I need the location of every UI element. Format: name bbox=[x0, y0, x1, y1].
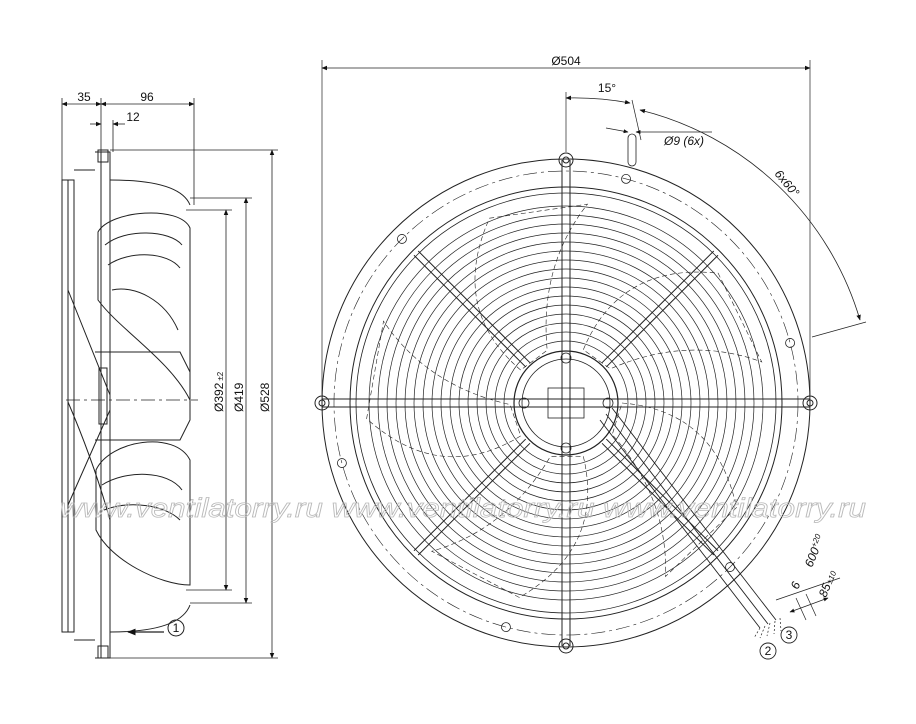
mounting-hole bbox=[337, 458, 347, 468]
dim-12: 12 bbox=[126, 110, 140, 124]
terminal-box bbox=[98, 367, 108, 425]
airflow-callout-circle bbox=[167, 619, 185, 637]
fan-blade bbox=[366, 320, 522, 458]
cable-callout-circle-2 bbox=[759, 642, 777, 660]
cable-callout-circle-3 bbox=[780, 626, 798, 644]
guard-rings bbox=[368, 205, 764, 601]
dim-96: 96 bbox=[140, 90, 154, 104]
mounting-plate bbox=[321, 158, 811, 648]
guard-ring bbox=[503, 340, 629, 466]
side-view bbox=[61, 98, 278, 659]
dim-d528: Ø528 bbox=[258, 382, 272, 412]
cable-callout-label-3: 3 bbox=[786, 628, 793, 642]
guard-strut bbox=[601, 442, 715, 556]
guard-ring bbox=[386, 223, 746, 583]
guard-ring bbox=[413, 250, 719, 556]
dim-d504: Ø504 bbox=[551, 54, 581, 68]
cable-front bbox=[599, 407, 777, 629]
guard-strut bbox=[413, 438, 527, 552]
mounting-hole bbox=[501, 622, 511, 632]
mounting-hole bbox=[621, 174, 631, 184]
guard-strut bbox=[413, 254, 527, 368]
guard-ring bbox=[467, 304, 665, 502]
cable-side bbox=[67, 401, 111, 521]
fan-blade bbox=[430, 455, 589, 598]
cable-callout-label-2: 2 bbox=[765, 644, 772, 658]
dim-arc-15 bbox=[565, 95, 631, 105]
venturi-bottom bbox=[109, 604, 191, 633]
dim-35: 35 bbox=[77, 90, 91, 104]
guard-ring bbox=[494, 331, 638, 475]
flange-bolt-top bbox=[97, 149, 109, 163]
guard-ring bbox=[458, 295, 674, 511]
guard-strut bbox=[417, 442, 531, 556]
dim-d419: Ø419 bbox=[232, 382, 246, 412]
dim-15deg: 15° bbox=[598, 81, 616, 95]
venturi-ring bbox=[349, 186, 783, 620]
dim-hole-label: Ø9 (6x) bbox=[663, 134, 704, 148]
guard-ring bbox=[485, 322, 647, 484]
dim-cable-6: 6 bbox=[788, 579, 804, 591]
front-view bbox=[314, 60, 867, 660]
motor-hub bbox=[95, 351, 191, 441]
guard-ring bbox=[377, 214, 755, 592]
dim-arc-6x60 bbox=[639, 109, 861, 321]
guard-ring bbox=[368, 205, 764, 601]
flange-bolt-bottom bbox=[97, 645, 109, 659]
dim-cable-600: 600+20 bbox=[802, 532, 828, 569]
guard-struts bbox=[67, 289, 111, 506]
dim-d392: Ø392±2 bbox=[212, 371, 226, 412]
airflow-callout-label: 1 bbox=[173, 621, 180, 635]
guard-ring bbox=[431, 268, 701, 538]
guard-ring bbox=[404, 241, 728, 565]
dim-cable-85: 85±10 bbox=[816, 568, 840, 599]
guard-strut bbox=[417, 250, 531, 364]
motor-hub-front bbox=[513, 350, 619, 456]
mounting-hole bbox=[785, 338, 795, 348]
blade-lower bbox=[95, 441, 191, 586]
venturi-top bbox=[109, 179, 191, 206]
mounting-hole bbox=[397, 234, 407, 244]
fan-blade bbox=[474, 203, 589, 371]
guard-ring bbox=[395, 232, 737, 574]
watermark: www.ventilatorry.ru www.ventilatorry.ru … bbox=[60, 493, 866, 523]
guard-strut bbox=[605, 438, 719, 552]
guard-ring bbox=[440, 277, 692, 529]
guard-ring bbox=[422, 259, 710, 547]
guard-bolts bbox=[314, 152, 818, 654]
mounting-flange bbox=[95, 151, 111, 659]
slot-hole bbox=[627, 133, 637, 167]
guard-crossbars bbox=[322, 160, 810, 646]
blade-upper bbox=[97, 212, 191, 401]
guard-ring bbox=[476, 313, 656, 493]
mounting-holes bbox=[337, 174, 795, 632]
motor-label bbox=[547, 387, 585, 419]
guard-ring bbox=[449, 286, 683, 520]
